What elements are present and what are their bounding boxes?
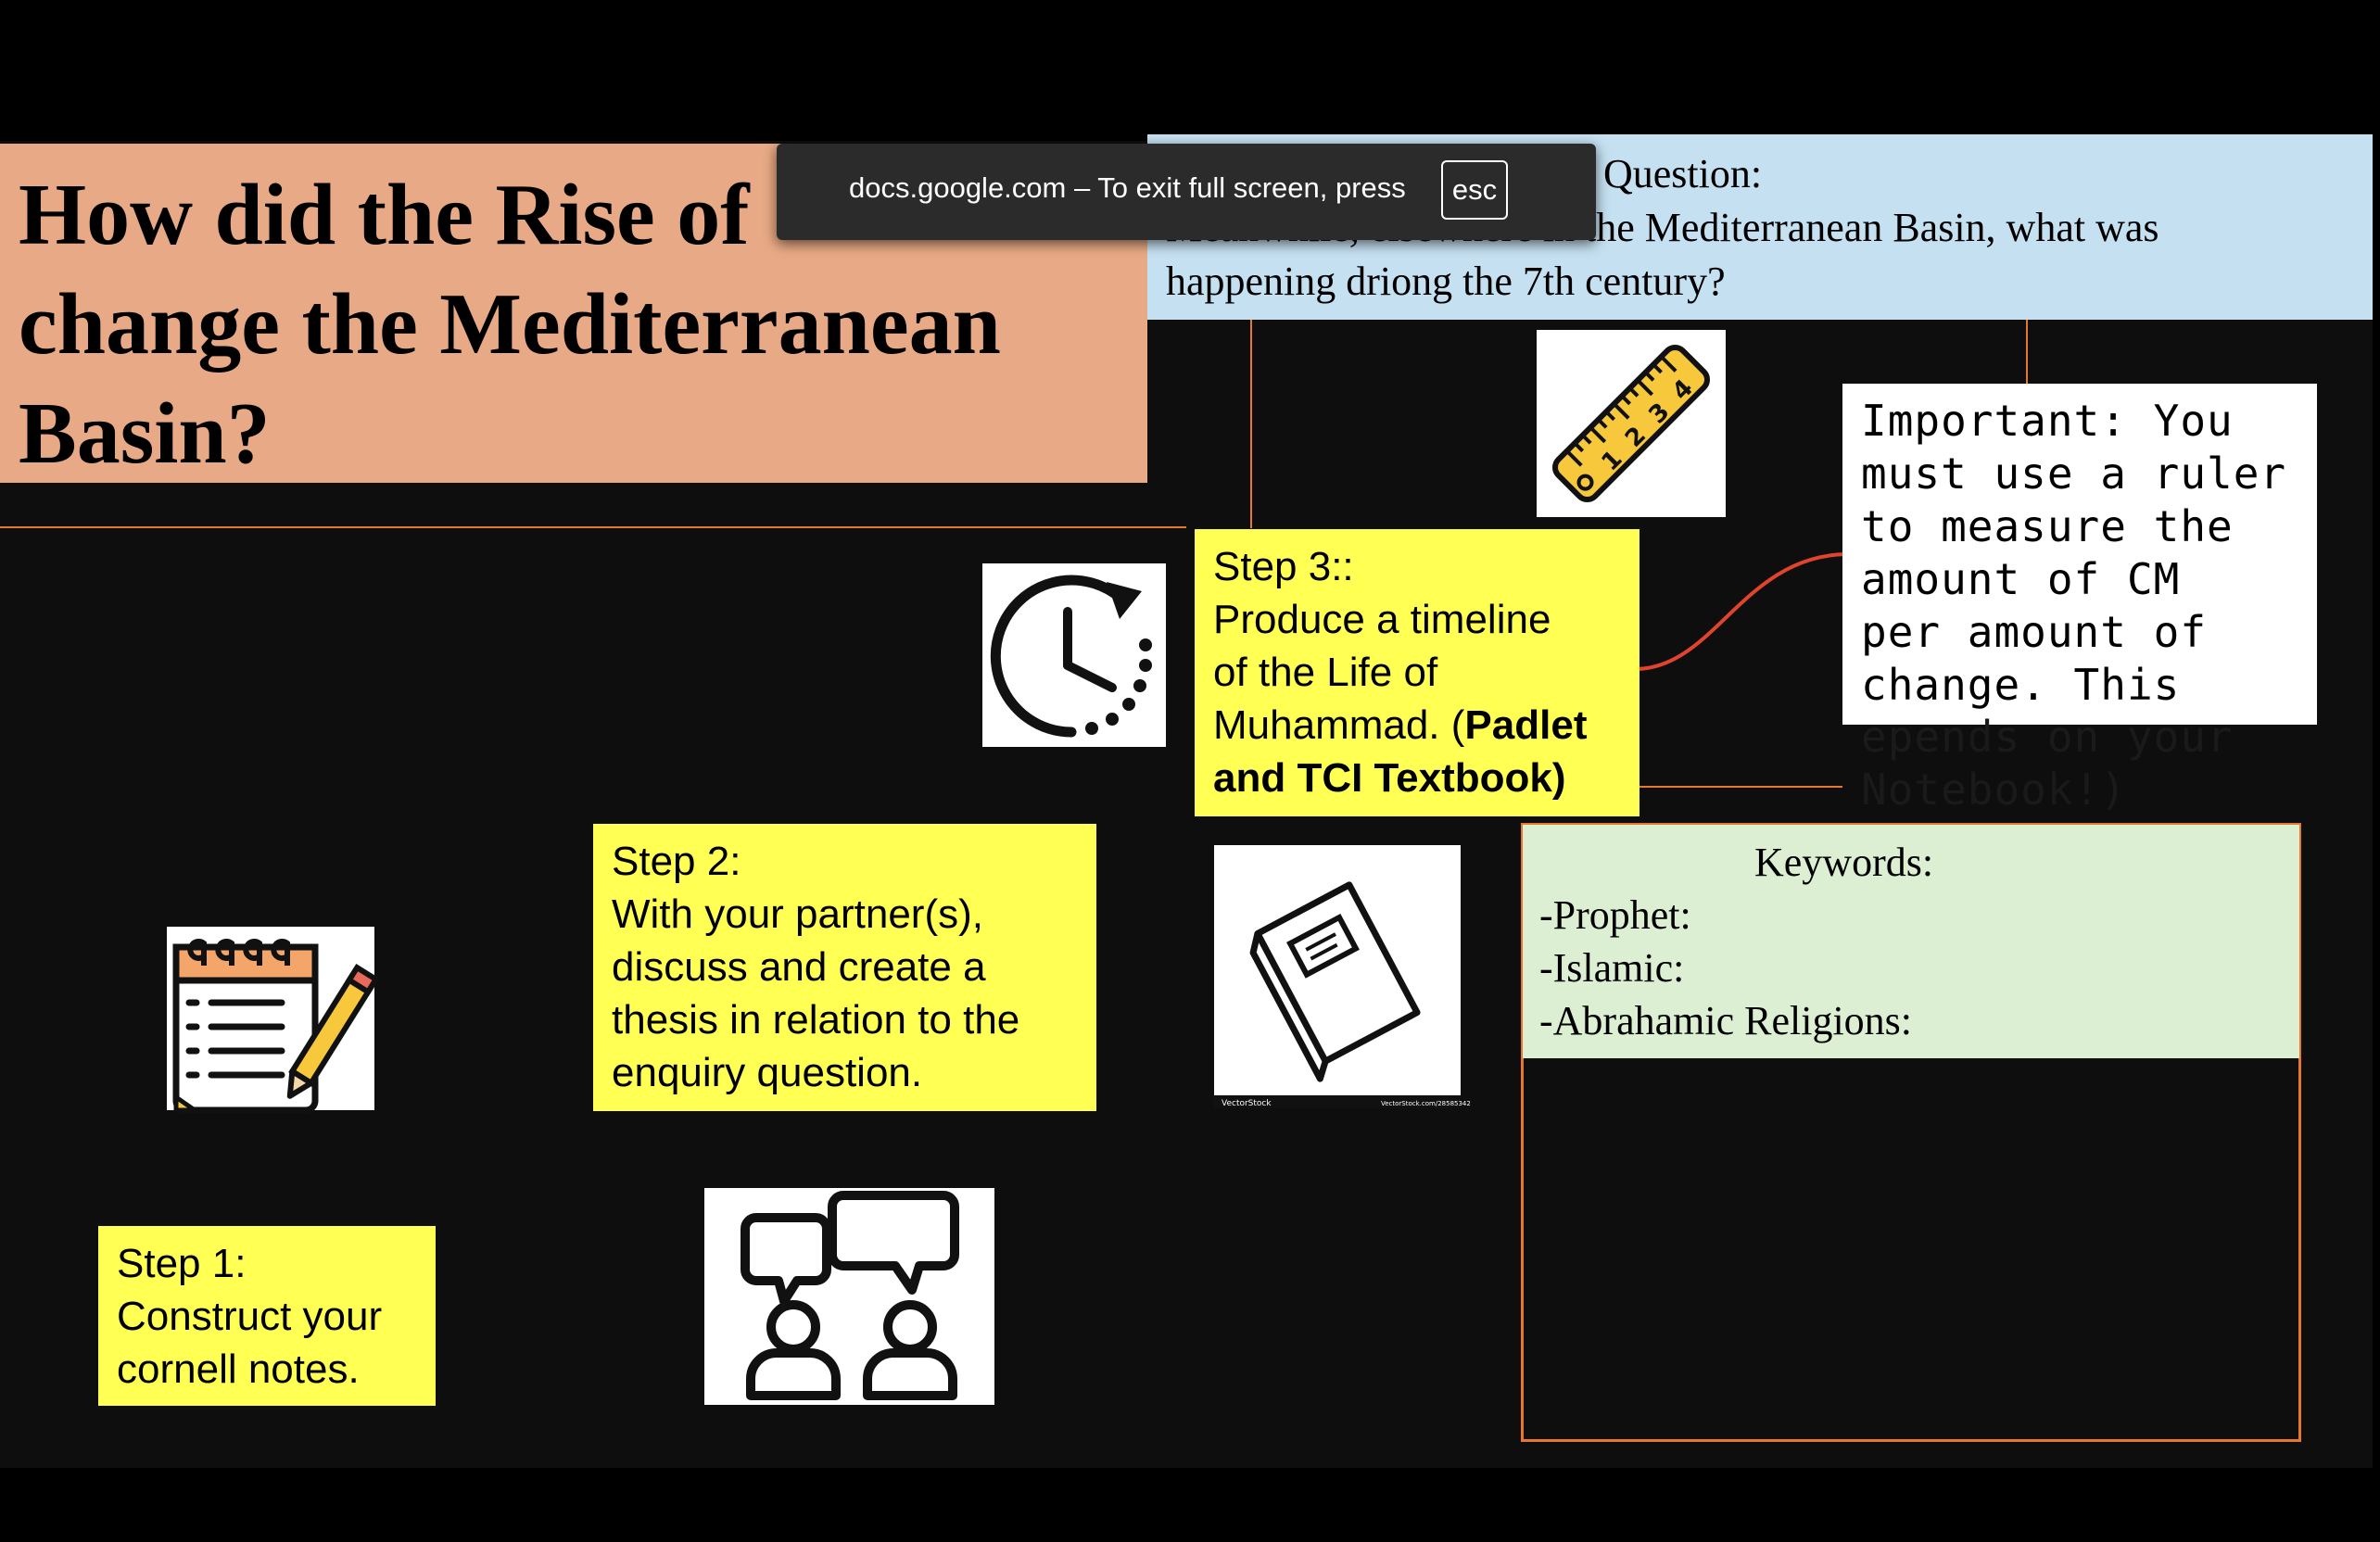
step-3-heading: Step 3:: [1213,544,1354,589]
step-1-line-2: cornell notes. [117,1346,360,1392]
keywords-box[interactable]: Keywords: -Prophet: -Islamic: -Abrahamic… [1523,825,2299,1058]
step-3-line-2: of the Life of [1213,650,1438,695]
step-2-line-2: discuss and create a [612,944,986,990]
step-3-padlet: Padlet [1464,702,1588,748]
ruler-icon: 1 2 3 4 [1551,344,1711,503]
toast-message: docs.google.com – To exit full screen, p… [849,171,1406,204]
title-line-3: Basin? [19,386,271,482]
question-heading: Question: [1603,151,1763,196]
notebook-icon: VectorStock VectorStock.com/28585342 [1214,881,1471,1108]
keywords-frame [1521,823,2301,1442]
esc-key-badge: esc [1441,160,1508,220]
fullscreen-exit-toast: docs.google.com – To exit full screen, p… [777,144,1596,240]
discussion-image[interactable] [704,1188,994,1405]
step-3-line-4: and TCI Textbook) [1213,755,1566,801]
discussion-icon [741,1191,959,1400]
keyword-item: -Islamic: [1539,945,1685,991]
important-overflow-line-2: Notebook!) [1861,765,2127,815]
step-3-line-3: Muhammad. (Padlet [1213,699,1621,752]
curve-connector [1634,552,1847,671]
step-2-heading: Step 2: [612,839,741,884]
step-2-line-4: enquiry question. [612,1050,923,1095]
important-line-2: must use a ruler [1861,449,2287,499]
question-line-1-rest: in the Mediterranean Basin, what was [1542,205,2159,250]
step-2-line-3: thesis in relation to the [612,997,1020,1043]
connector-line-vertical-left [1250,320,1252,528]
important-overflow-line-1: epends on your [1861,712,2234,762]
important-line-6: change. This [1861,660,2181,710]
important-note[interactable]: Important: You must use a ruler to measu… [1842,384,2317,725]
step-2-sticky-note[interactable]: Step 2: With your partner(s), discuss an… [593,824,1096,1111]
notepad-icon [172,939,380,1114]
connector-line-vertical-right [2026,320,2028,385]
title-line-2: change the Mediterranean [19,276,1001,373]
step-3-sticky-note[interactable]: Step 3:: Produce a timeline of the Life … [1195,529,1639,816]
important-line-5: per amount of [1861,607,2208,657]
clock-icon [990,575,1152,738]
step-3-line-1: Produce a timeline [1213,597,1551,642]
connector-line-bottom [1639,786,1842,788]
important-line-4: amount of CM [1861,554,2181,604]
title-line-1: How did the Rise of [19,167,750,263]
notebook-image[interactable]: VectorStock VectorStock.com/28585342 [1214,845,1471,1108]
question-line-2: happening driong the 7th century? [1166,259,1726,304]
important-overflow-text: epends on your Notebook!) [1861,711,2380,816]
notebook-footer-right: VectorStock.com/28585342 [1381,1100,1471,1107]
ruler-image[interactable]: 1 2 3 4 [1537,330,1726,517]
step-2-line-1: With your partner(s), [612,891,983,937]
step-1-line-1: Construct your [117,1294,383,1339]
connector-line-horizontal [0,526,1186,528]
step-3-line-3-plain: Muhammad. ( [1213,702,1465,748]
notebook-footer-left: VectorStock [1222,1099,1272,1108]
keywords-heading: Keywords: [1754,840,1934,885]
important-line-1: Important: You [1861,396,2234,446]
keyword-item: -Abrahamic Religions: [1539,998,1913,1043]
step-1-sticky-note[interactable]: Step 1: Construct your cornell notes. [98,1226,436,1406]
notepad-image[interactable] [167,927,380,1114]
step-1-heading: Step 1: [117,1241,247,1286]
keyword-item: -Prophet: [1539,892,1691,938]
important-line-3: to measure the [1861,501,2234,551]
clock-image[interactable] [982,563,1166,747]
